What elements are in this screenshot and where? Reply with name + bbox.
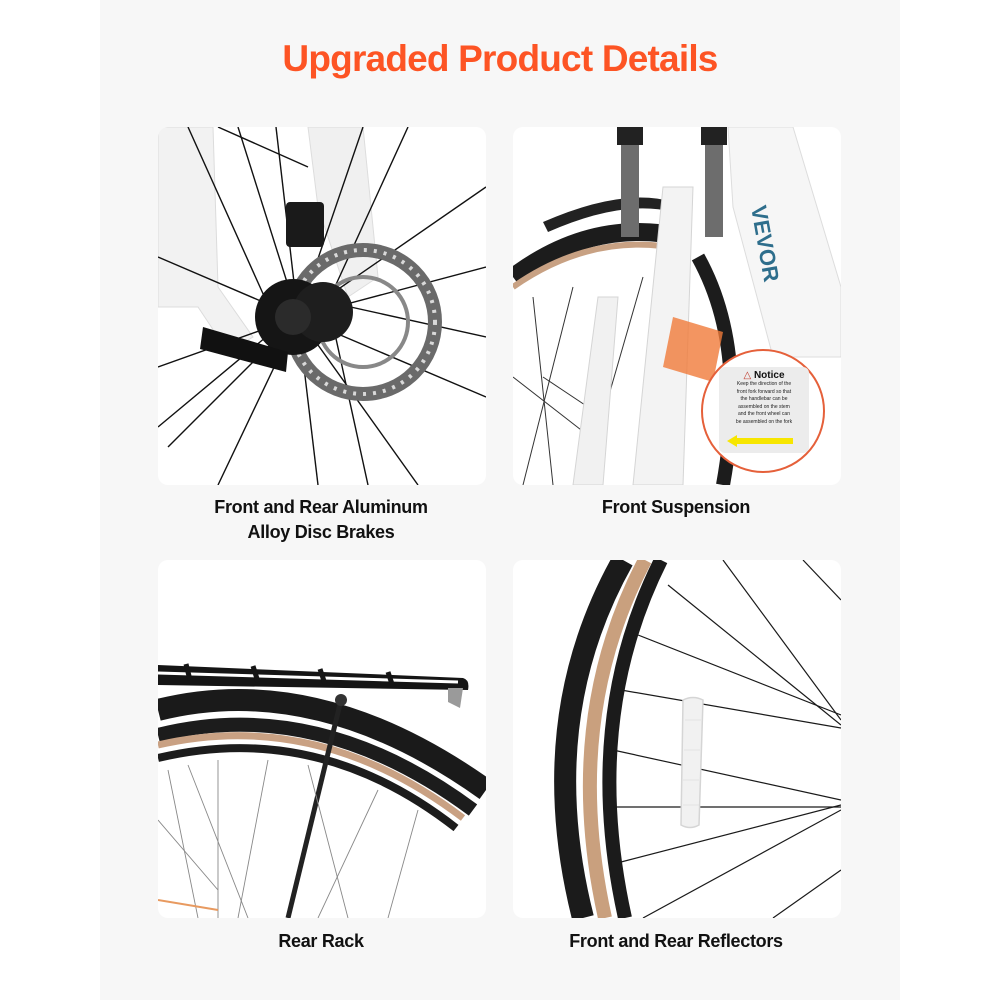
notice-line: Keep the direction of the (736, 381, 792, 387)
notice-line: the handlebar can be (740, 396, 788, 402)
notice-line: front fork forward so that (736, 388, 792, 395)
caption-line-2: Alloy Disc Brakes (247, 522, 395, 542)
page-title: Upgraded Product Details (282, 38, 718, 79)
caption-reflectors: Front and Rear Reflectors (496, 929, 856, 954)
disc-brake-image (158, 127, 486, 485)
notice-callout: △ Notice Keep the direction of the front… (701, 349, 825, 473)
notice-line: assembled on the stem (738, 403, 790, 410)
front-suspension-image: VEVOR △ Notice Keep the direction of the… (513, 127, 841, 485)
rear-rack-illustration (158, 663, 486, 918)
notice-sticker: △ Notice Keep the direction of the front… (719, 367, 809, 453)
yellow-arrow-icon (727, 435, 737, 447)
caption-line-1: Front and Rear Aluminum (214, 497, 428, 517)
notice-heading: Notice (753, 370, 785, 381)
reflector-image (513, 560, 841, 918)
reflector-illustration (554, 560, 841, 918)
caption-line-1: Front and Rear Reflectors (569, 931, 783, 951)
caption-line-1: Front Suspension (601, 497, 751, 517)
rear-rack-image (158, 560, 486, 918)
caption-rear-rack: Rear Rack (141, 929, 501, 954)
disc-brake-illustration (158, 127, 486, 485)
warning-triangle-icon: △ (743, 370, 752, 381)
front-suspension-illustration: VEVOR (513, 127, 841, 485)
caption-disc-brakes: Front and Rear Aluminum Alloy Disc Brake… (141, 495, 501, 545)
yellow-arrow-shaft (737, 438, 793, 444)
notice-line: and the front wheel can (738, 411, 790, 417)
caption-line-1: Rear Rack (278, 931, 364, 951)
notice-line: be assembled on the fork (735, 418, 793, 425)
notice-body: Keep the direction of the front fork for… (719, 381, 809, 426)
caption-front-suspension: Front Suspension (496, 495, 856, 520)
